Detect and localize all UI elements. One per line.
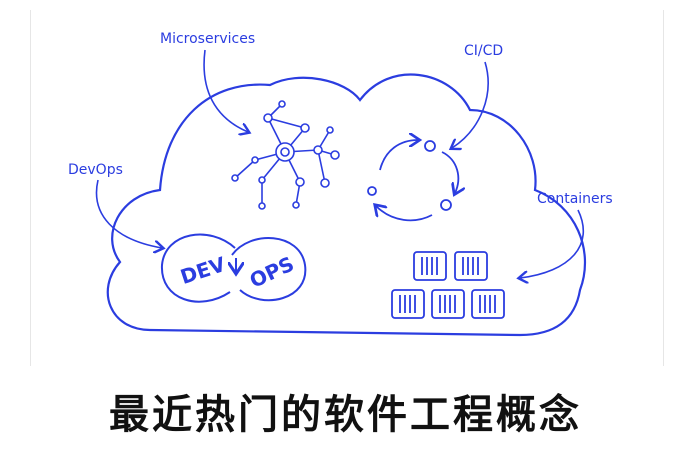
container-box-5 (471, 289, 505, 319)
dev-label: DEV (177, 252, 228, 289)
devops-label: DevOps (68, 162, 123, 178)
image-frame (30, 10, 664, 366)
cloud-shape (106, 73, 587, 337)
cicd-cycle (367, 140, 458, 222)
containers-stack (391, 251, 505, 319)
container-box-3 (391, 289, 425, 319)
caption-title: 最近热门的软件工程概念 (109, 392, 582, 438)
container-box-2 (454, 251, 488, 281)
cloud-diagram: DEV OPS Microservices CI/CD (68, 31, 613, 337)
devops-loop (160, 233, 307, 303)
microservices-label: Microservices (160, 31, 255, 47)
container-box-4 (431, 289, 465, 319)
microservices-graph (231, 100, 340, 210)
containers-arrow (520, 209, 584, 278)
cicd-arrow (452, 61, 489, 148)
microservices-arrow (203, 49, 248, 132)
container-box-1 (413, 251, 447, 281)
containers-label: Containers (537, 191, 613, 207)
ops-label: OPS (246, 252, 298, 293)
devops-arrow (95, 179, 162, 248)
cicd-label: CI/CD (464, 43, 503, 59)
